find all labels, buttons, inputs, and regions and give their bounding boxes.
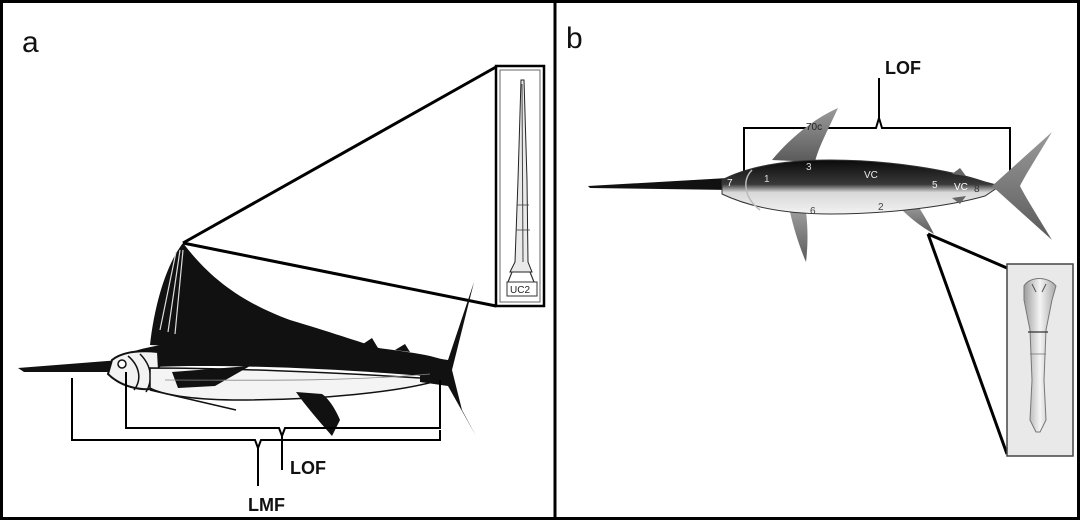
zoom-line-upper (183, 67, 496, 243)
vertebra-label-6: 6 (810, 206, 816, 217)
panel-b-zoom-line-left (928, 234, 1007, 454)
panel-b: b LOF 70c 7 1 3 VC (566, 22, 1073, 456)
inset-spine-box: UC2 (496, 66, 544, 306)
panel-b-letter: b (566, 22, 583, 55)
vertebra-label-8: 8 (974, 184, 980, 195)
panel-a: a UC2 (18, 26, 544, 515)
panel-b-lof-label: LOF (885, 58, 921, 78)
vertebra-label-7: 7 (727, 178, 733, 189)
vertebra-inset-box (1007, 264, 1073, 456)
vertebra-label-3: 3 (806, 162, 812, 173)
swordfish-illustration-icon: 70c 7 1 3 VC 5 VC 8 6 2 (588, 108, 1052, 262)
vertebra-label-5: 5 (932, 180, 938, 191)
vertebra-label-2: 2 (878, 202, 884, 213)
panel-a-letter: a (22, 26, 39, 59)
vertebra-label-vc-2: VC (954, 182, 968, 193)
fin-label: 70c (806, 122, 822, 133)
panel-a-lof-label: LOF (290, 458, 326, 478)
vertebra-label-vc-1: VC (864, 170, 878, 181)
marlin-silhouette-icon (18, 243, 476, 436)
vertebra-label-1: 1 (764, 174, 770, 185)
panel-a-lmf-label: LMF (248, 495, 285, 515)
inset-label: UC2 (510, 285, 530, 296)
